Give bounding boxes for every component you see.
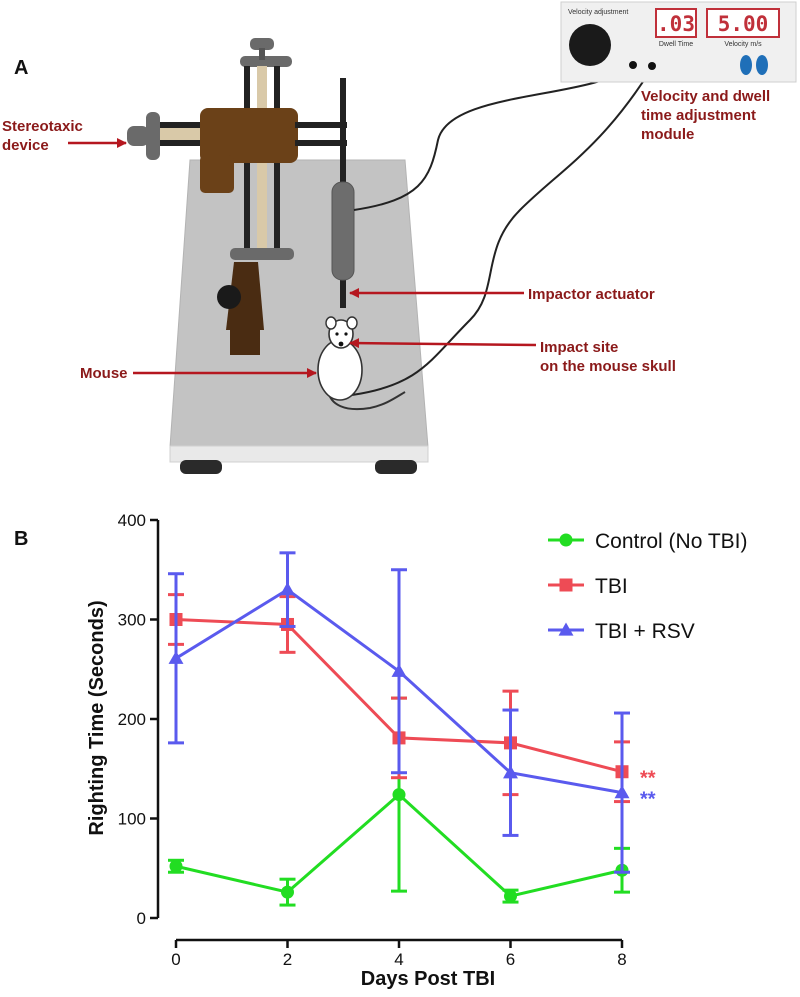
dwell-display-frame (655, 8, 697, 38)
dwell-display: .03 (657, 12, 695, 36)
velocity-dwell-module: Velocity adjustment .03 Dwell Time 5.00 … (560, 1, 797, 83)
label-impact-line2: on the mouse skull (540, 358, 676, 375)
label-module-line1: Velocity and dwell (641, 88, 770, 105)
y-tick-label: 300 (118, 611, 146, 630)
x-axis-title: Days Post TBI (361, 968, 495, 990)
label-mouse: Mouse (80, 365, 128, 382)
x-tick-label: 2 (283, 950, 292, 969)
platform-foot-left (180, 460, 222, 474)
panel-label-a: A (14, 57, 28, 79)
legend-label: Control (No TBI) (595, 530, 748, 553)
label-impactor: Impactor actuator (528, 286, 655, 303)
data-point (280, 582, 295, 596)
label-stereotaxic-line1: Stereotaxic (2, 118, 83, 135)
adjust-button-right (756, 55, 768, 75)
chart-axes: 0 100 200 300 400 0 2 4 6 8 (118, 511, 627, 969)
adjust-button-left (740, 55, 752, 75)
data-point (169, 859, 183, 873)
data-point (614, 785, 630, 799)
label-module-line2: time adjustment (641, 107, 756, 124)
x-tick-label: 6 (506, 950, 515, 969)
annotations: Stereotaxic device Velocity and dwell ti… (2, 88, 770, 382)
y-tick-label: 200 (118, 710, 146, 729)
velocity-knob (569, 24, 611, 66)
stereotaxic-device (127, 38, 347, 355)
chart-legend: Control (No TBI) TBI TBI + RSV (548, 530, 748, 643)
series-2 (168, 551, 630, 874)
dwell-caption: Dwell Time (659, 41, 693, 48)
velocity-caption: Velocity m/s (724, 41, 762, 48)
chart-series (168, 551, 630, 907)
y-tick-label: 400 (118, 511, 146, 530)
data-point (392, 788, 406, 802)
significance-marker: ** (640, 768, 656, 790)
data-point (281, 885, 294, 899)
label-stereotaxic-line2: device (2, 137, 49, 154)
significance-markers: **** (640, 768, 656, 811)
data-point (168, 650, 184, 664)
velocity-display-frame (706, 8, 780, 38)
legend-label: TBI (595, 575, 628, 598)
data-point (503, 765, 518, 779)
legend-label: TBI + RSV (595, 620, 695, 643)
platform-foot-right (375, 460, 417, 474)
y-tick-label: 0 (137, 909, 146, 928)
mouse-illustration (317, 316, 406, 410)
cables (351, 65, 653, 396)
y-tick-label: 100 (118, 810, 146, 829)
panel-label-b: B (14, 528, 28, 550)
label-impact-line1: Impact site (540, 339, 618, 356)
label-module-line3: module (641, 126, 694, 143)
panel-a: A (2, 1, 797, 474)
legend-marker (559, 578, 573, 592)
x-tick-label: 0 (171, 950, 180, 969)
velocity-display: 5.00 (718, 12, 769, 36)
data-point (391, 663, 407, 677)
x-tick-label: 4 (394, 950, 403, 969)
velocity-adjustment-label: Velocity adjustment (568, 9, 628, 16)
arrow-impact-site (349, 338, 537, 349)
panel-b: B 0 100 200 300 400 0 2 4 6 8 Days Post TBI Right… (14, 511, 748, 990)
significance-marker: ** (640, 789, 656, 811)
x-tick-label: 8 (617, 950, 626, 969)
impactor-actuator (331, 78, 355, 308)
platform (169, 159, 429, 474)
legend-marker (559, 533, 573, 547)
ear-bar-knob (217, 285, 241, 309)
y-axis-title: Righting Time (Seconds) (86, 600, 108, 835)
data-point (504, 889, 517, 903)
legend-marker (558, 622, 574, 636)
